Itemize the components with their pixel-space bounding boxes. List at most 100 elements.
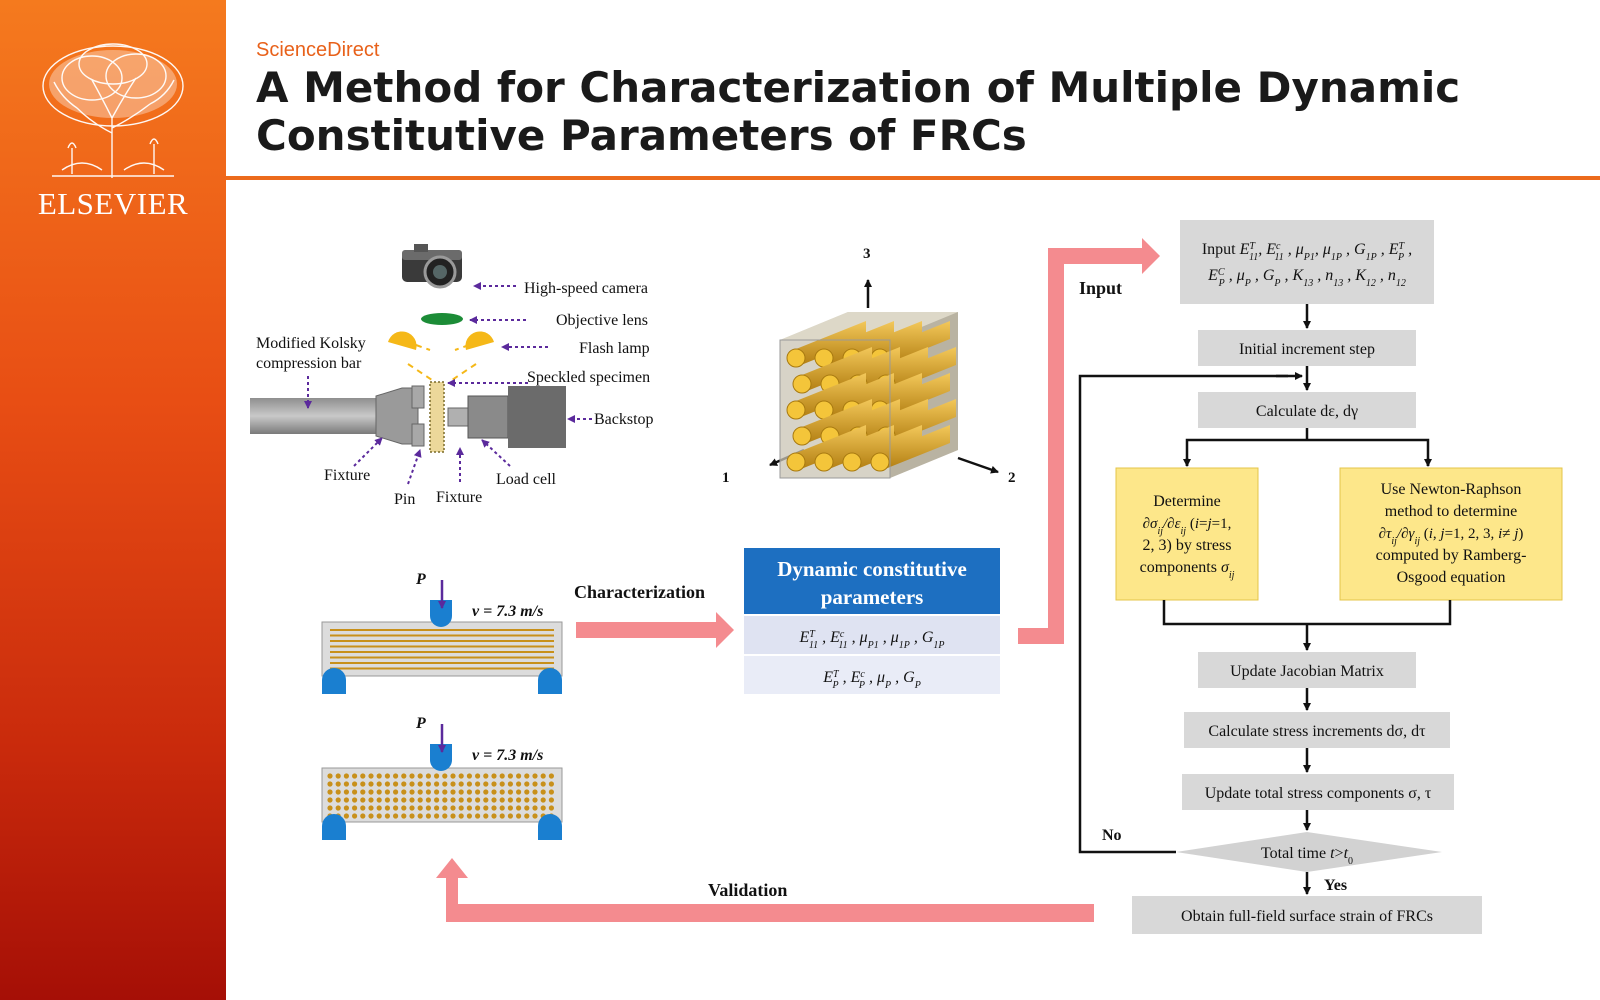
fiber-dot	[532, 789, 538, 795]
fiber-dot	[507, 773, 513, 779]
flow-determine-3: 2, 3) by stress	[1143, 537, 1232, 554]
fiber-dot	[458, 805, 464, 811]
fiber-dot	[352, 781, 358, 787]
input-label: Input	[1079, 278, 1122, 298]
fiber-dot	[409, 773, 415, 779]
fiber-dot	[368, 797, 374, 803]
camera-icon	[402, 244, 462, 289]
fiber-dot	[384, 773, 390, 779]
fiber-dot	[425, 805, 431, 811]
fiber-dot	[450, 789, 456, 795]
characterization-arrow	[576, 612, 734, 648]
fiber-dot	[327, 773, 333, 779]
fiber-dot	[352, 805, 358, 811]
flow-update-total: Update total stress components σ, τ	[1205, 785, 1432, 802]
fiber-dot	[499, 781, 505, 787]
fiber-dot	[434, 797, 440, 803]
fiber-dot	[450, 813, 456, 819]
beam-unidirectional: P v = 7.3 m/s	[321, 571, 563, 694]
fiber-dot	[425, 773, 431, 779]
flow-newton-2: method to determine	[1385, 503, 1517, 520]
fiber-dot	[434, 805, 440, 811]
fiber-dot	[516, 789, 522, 795]
validation-arrow	[436, 858, 1094, 922]
fiber-dot	[532, 797, 538, 803]
fiber-dot	[516, 813, 522, 819]
fiber-dot	[417, 789, 423, 795]
fiber-dot	[475, 805, 481, 811]
fiber-dot	[491, 813, 497, 819]
fiber-dot	[343, 805, 349, 811]
fiber-dot	[384, 813, 390, 819]
params-header-1: Dynamic constitutive	[777, 557, 967, 581]
experimental-setup: High-speed camera Objective lens Flash l…	[250, 244, 654, 508]
fiber-end	[814, 452, 834, 472]
fiber-rod	[802, 399, 872, 445]
fiber-dot	[417, 813, 423, 819]
fiber-dot	[524, 789, 530, 795]
fiber-dot	[376, 805, 382, 811]
fiber-dot	[335, 789, 341, 795]
fiber-dot	[376, 773, 382, 779]
fiber-dot	[376, 781, 382, 787]
fiber-dot	[532, 805, 538, 811]
fiber-dot	[475, 789, 481, 795]
fiber-dot	[442, 789, 448, 795]
input-arrow	[1018, 238, 1160, 644]
fiber-dot	[483, 797, 489, 803]
fiber-dot	[376, 789, 382, 795]
fiber-dot	[384, 797, 390, 803]
label-lamp: Flash lamp	[579, 340, 650, 357]
fiber-dot	[434, 813, 440, 819]
fiber-dot	[466, 781, 472, 787]
fiber-dot	[434, 789, 440, 795]
fiber-dot	[466, 773, 472, 779]
fiber-dot	[376, 797, 382, 803]
fiber-dot	[417, 781, 423, 787]
fiber-dot	[409, 813, 415, 819]
fiber-dot	[409, 789, 415, 795]
label-bar-1: Modified Kolsky	[256, 335, 366, 352]
fiber-end	[792, 426, 812, 446]
fiber-dot	[360, 813, 366, 819]
label-fixture-left: Fixture	[324, 467, 370, 484]
fiber-dot	[475, 797, 481, 803]
fiber-dot	[466, 789, 472, 795]
label-load-cell: Load cell	[496, 471, 557, 488]
fiber-rod	[880, 425, 950, 471]
flow-newton-1: Use Newton-Raphson	[1381, 481, 1522, 498]
fiber-dot	[507, 781, 513, 787]
fiber-rod	[796, 425, 866, 471]
characterization-label: Characterization	[574, 582, 705, 602]
source-label[interactable]: ScienceDirect	[256, 39, 380, 61]
fiber-dot	[491, 797, 497, 803]
fiber-dot	[483, 813, 489, 819]
backstop	[508, 386, 566, 448]
fiber-dot	[401, 781, 407, 787]
fiber-rod	[796, 373, 866, 419]
label-camera: High-speed camera	[524, 280, 648, 297]
fiber-dot	[458, 773, 464, 779]
fiber-dot	[401, 789, 407, 795]
fiber-dot	[507, 813, 513, 819]
fiber-dot	[384, 805, 390, 811]
fiber-dot	[327, 789, 333, 795]
axis-2-label: 2	[1008, 470, 1016, 486]
fiber-dot	[425, 813, 431, 819]
fiber-dot	[450, 797, 456, 803]
fiber-dot	[401, 797, 407, 803]
fiber-dot	[343, 773, 349, 779]
flow-decision-text: Total time t>t0	[1261, 845, 1353, 867]
fiber-dot	[516, 773, 522, 779]
load-label: P	[415, 571, 426, 588]
title-divider	[226, 176, 1600, 180]
fiber-dot	[524, 797, 530, 803]
fiber-dot	[491, 789, 497, 795]
flow-yes: Yes	[1324, 877, 1347, 894]
fiber-dot	[524, 781, 530, 787]
flow-calc: Calculate dε, dγ	[1256, 403, 1358, 420]
fiber-dot	[499, 805, 505, 811]
fiber-dot	[327, 797, 333, 803]
load-label-2: P	[415, 715, 426, 732]
